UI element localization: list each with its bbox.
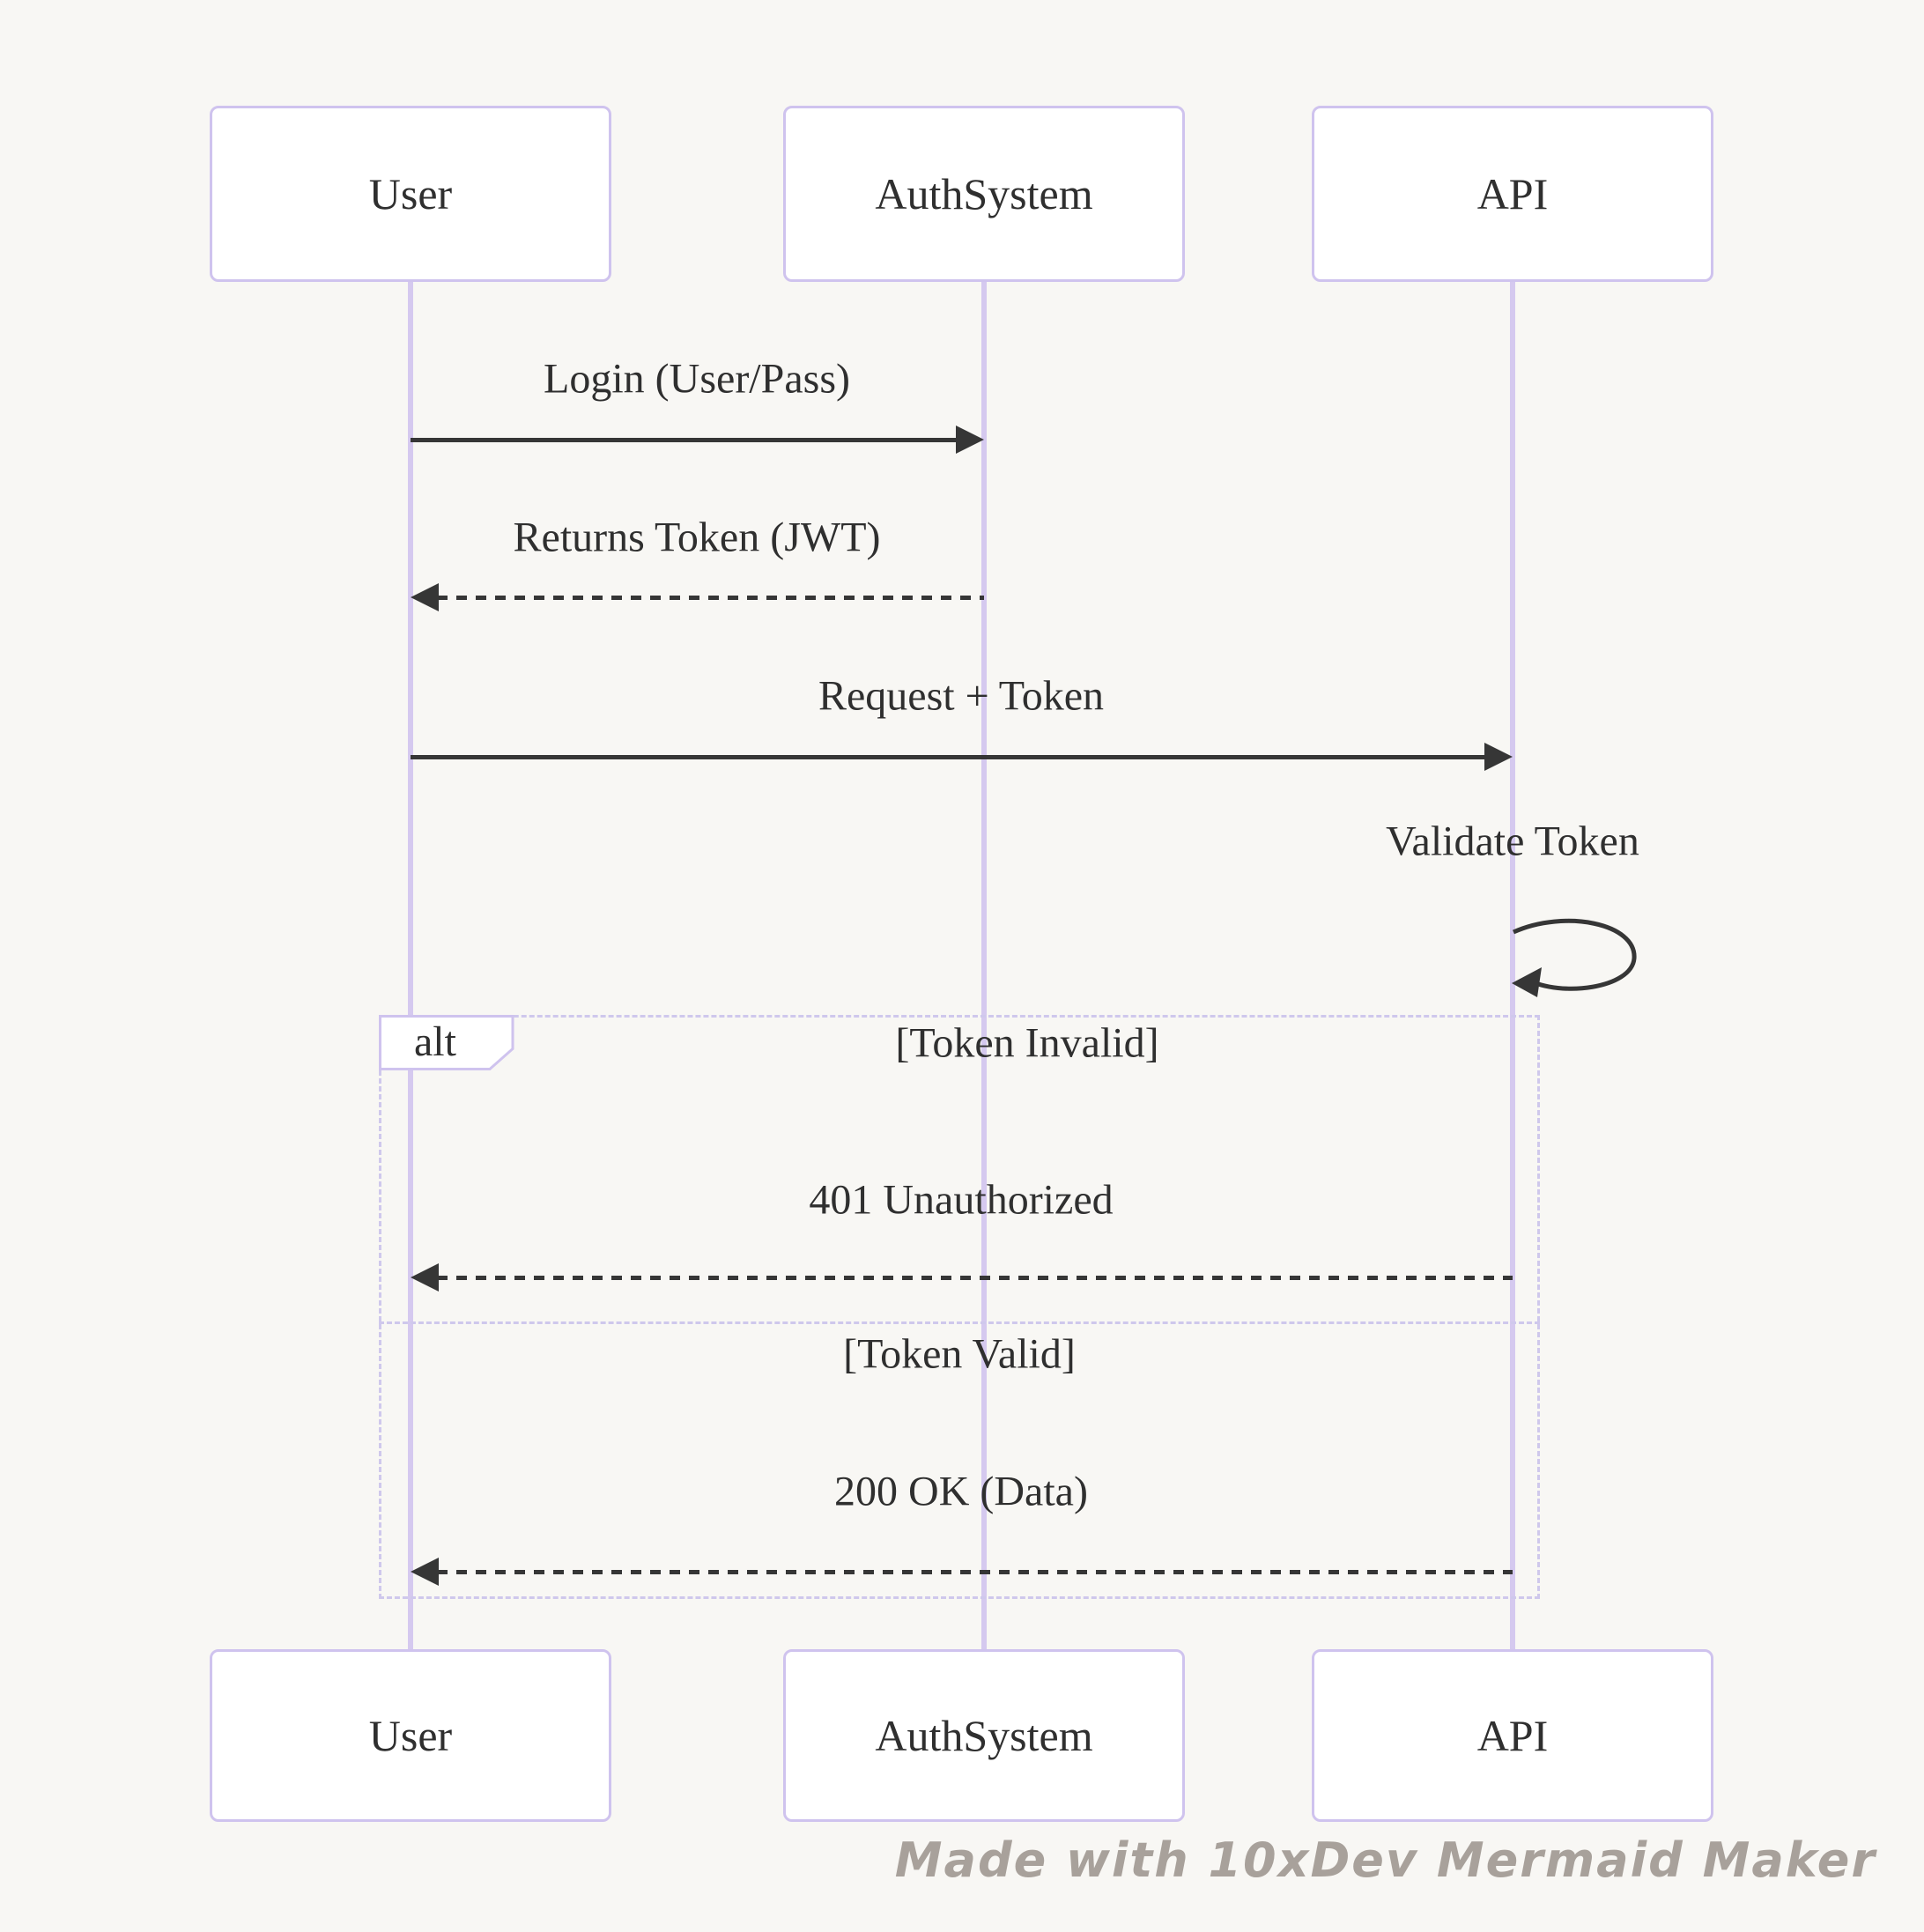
lifeline-api <box>1510 282 1515 1649</box>
alt-label: alt <box>414 1018 456 1065</box>
alt-condition-invalid: [Token Invalid] <box>895 1019 1159 1067</box>
message-label-request-token: Request + Token <box>818 672 1105 720</box>
alt-label-box <box>379 1015 514 1070</box>
actor-label: User <box>368 169 453 218</box>
arrowhead-left-icon <box>411 1558 439 1586</box>
message-line-ok-data <box>437 1570 1513 1574</box>
actor-bottom-user: User <box>210 1649 611 1822</box>
actor-top-user: User <box>210 106 611 282</box>
actor-label: API <box>1476 1711 1549 1760</box>
actor-label: AuthSystem <box>875 169 1093 218</box>
actor-bottom-authsystem: AuthSystem <box>783 1649 1185 1822</box>
lifeline-authsystem <box>981 282 987 1649</box>
message-line-request-token <box>411 755 1487 759</box>
actor-top-authsystem: AuthSystem <box>783 106 1185 282</box>
message-label-validate-token: Validate Token <box>1386 818 1639 865</box>
arrowhead-right-icon <box>1484 743 1513 771</box>
message-label-login: Login (User/Pass) <box>544 355 850 403</box>
actor-label: AuthSystem <box>875 1711 1093 1760</box>
alt-condition-valid: [Token Valid] <box>843 1330 1076 1378</box>
actor-label: User <box>368 1711 453 1760</box>
actor-bottom-api: API <box>1312 1649 1713 1822</box>
message-label-unauthorized: 401 Unauthorized <box>809 1176 1114 1224</box>
arrowhead-left-icon <box>411 583 439 611</box>
self-loop-arrow <box>1512 918 1637 997</box>
alt-frame <box>379 1015 1540 1599</box>
actor-label: API <box>1476 169 1549 218</box>
message-label-returns-token: Returns Token (JWT) <box>513 514 881 561</box>
lifeline-user <box>408 282 413 1649</box>
message-line-returns-token <box>437 596 984 600</box>
message-label-ok-data: 200 OK (Data) <box>834 1468 1088 1515</box>
arrowhead-left-icon <box>411 1263 439 1292</box>
watermark: Made with 10xDev Mermaid Maker <box>894 1832 1876 1888</box>
message-line-unauthorized <box>437 1276 1513 1280</box>
message-line-login <box>411 438 959 442</box>
arrowhead-right-icon <box>956 426 984 454</box>
alt-divider <box>379 1321 1540 1324</box>
actor-top-api: API <box>1312 106 1713 282</box>
